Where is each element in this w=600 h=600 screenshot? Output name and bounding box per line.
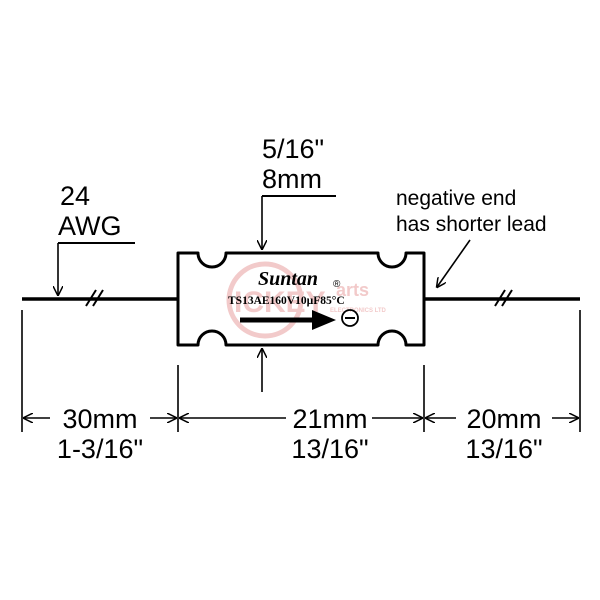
capacitor-outline <box>176 251 426 347</box>
polarity-note-line2: has shorter lead <box>396 213 547 236</box>
watermark-main: ICKEY <box>234 286 326 319</box>
polarity-note: negative end has shorter lead <box>396 187 547 287</box>
right-break-mark-2 <box>501 289 513 307</box>
right-break-mark-1 <box>494 289 506 307</box>
negative-terminal-icon <box>341 309 359 327</box>
watermark-ring <box>226 261 304 339</box>
wire-gauge-unit: AWG <box>58 211 122 241</box>
right-lead-mm: 20mm <box>466 404 541 434</box>
capacitor-body: Suntan ® TS13AE160V10µF85°C <box>176 251 426 347</box>
dimension-labels: 30mm 1-3/16" 21mm 13/16" 20mm 13/16" <box>57 404 543 464</box>
right-lead-inch: 13/16" <box>465 434 542 464</box>
left-lead-mm: 30mm <box>62 404 137 434</box>
brand-label: Suntan <box>258 268 318 290</box>
part-number: TS13AE160V10µF85°C <box>228 295 345 307</box>
leads <box>22 289 580 307</box>
polarity-arrow-icon <box>312 310 336 330</box>
watermark: ICKEY arts ELECTRONICS LTD <box>226 261 387 339</box>
left-lead-inch: 1-3/16" <box>57 434 143 464</box>
watermark-tail: arts <box>336 280 369 300</box>
diameter-mm-label: 8mm <box>262 164 322 194</box>
diameter-callout: 5/16" 8mm <box>262 134 336 392</box>
body-length-inch: 13/16" <box>291 434 368 464</box>
body-length-mm: 21mm <box>292 404 367 434</box>
polarity-note-arrow <box>437 239 471 287</box>
polarity-note-line1: negative end <box>396 187 516 210</box>
watermark-sub: ELECTRONICS LTD <box>330 308 387 314</box>
extension-lines <box>21 310 581 432</box>
left-break-mark-1 <box>85 289 97 307</box>
left-break-mark-2 <box>92 289 104 307</box>
wire-gauge-number: 24 <box>60 181 90 211</box>
wire-gauge-callout: 24 AWG <box>58 181 135 295</box>
diameter-inch-label: 5/16" <box>262 134 324 164</box>
registered-mark: ® <box>333 279 341 290</box>
